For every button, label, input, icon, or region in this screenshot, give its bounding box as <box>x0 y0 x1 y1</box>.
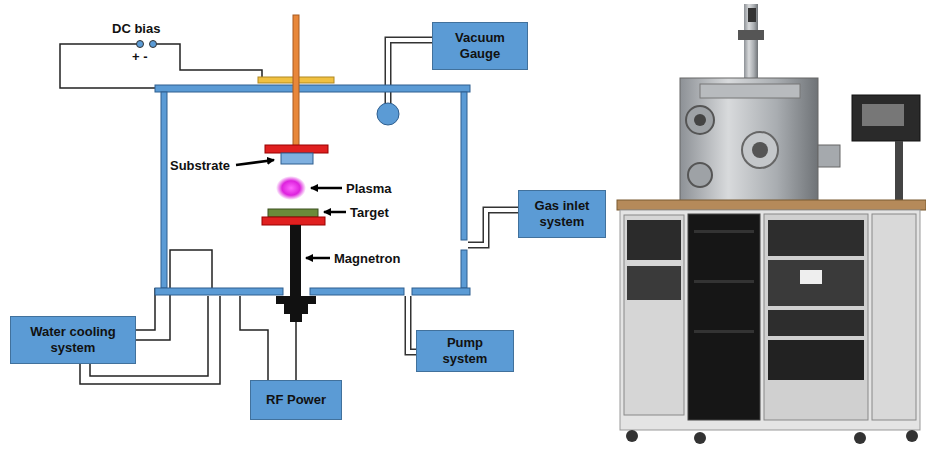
gauge-box: Vacuum Gauge <box>432 22 528 70</box>
part-label: Target <box>350 206 389 220</box>
gauge-bulb <box>377 103 399 125</box>
substrate <box>281 153 313 164</box>
terminal <box>150 41 157 48</box>
pump-box: Pump system <box>416 330 514 372</box>
gauge-pipe <box>388 40 432 104</box>
part-label: Plasma <box>346 182 392 196</box>
box-text: Vacuum Gauge <box>439 30 521 61</box>
plasma <box>276 176 306 200</box>
terminal <box>137 41 144 48</box>
power-box: RF Power <box>250 380 342 420</box>
substrate-holder <box>265 145 328 153</box>
gas-pipe <box>468 210 518 245</box>
holder-rod <box>293 15 299 146</box>
gas-box: Gas inlet system <box>518 190 606 238</box>
flange <box>284 304 308 314</box>
box-text: RF Power <box>266 392 326 408</box>
target-holder <box>262 217 325 225</box>
part-label: Magnetron <box>334 252 400 266</box>
bias-label: DC bias <box>112 22 160 36</box>
flange <box>290 314 302 322</box>
box-text: Pump system <box>423 335 507 366</box>
machine-photo <box>617 4 926 444</box>
box-text: Water cooling system <box>17 324 129 355</box>
chamber <box>155 85 470 295</box>
magnetron <box>290 225 301 297</box>
target <box>268 209 318 217</box>
box-text: Gas inlet system <box>525 198 599 229</box>
rf-lines <box>295 322 297 380</box>
part-label: Substrate <box>170 159 230 173</box>
cooling-box: Water cooling system <box>10 316 136 364</box>
dc-bias-wiring <box>60 44 262 88</box>
pointer-arrows <box>236 160 346 258</box>
flange <box>276 296 316 304</box>
polarity-label: + - <box>132 50 148 64</box>
